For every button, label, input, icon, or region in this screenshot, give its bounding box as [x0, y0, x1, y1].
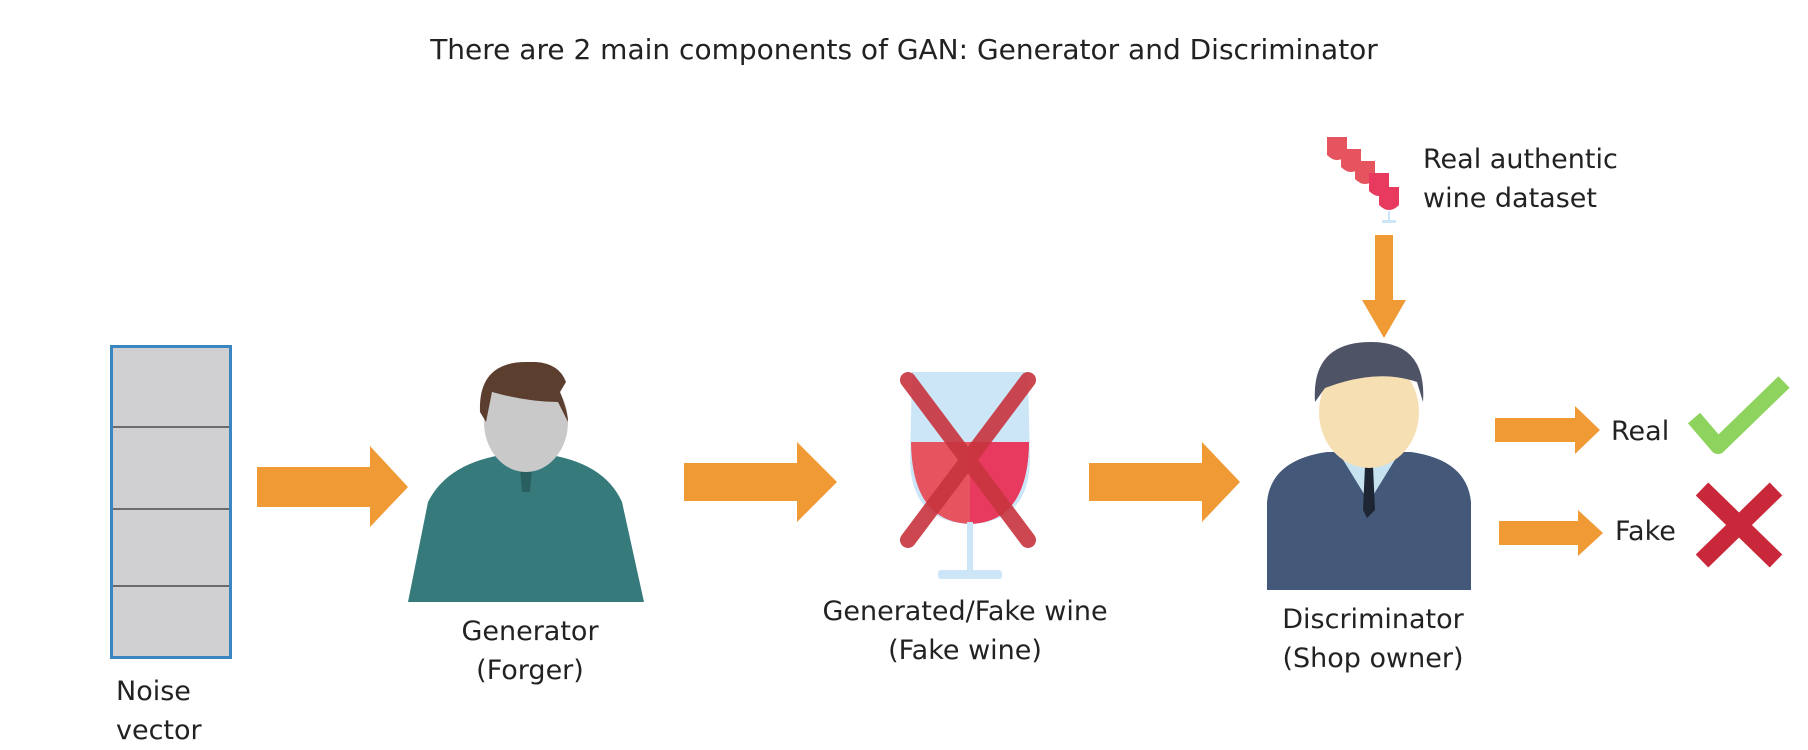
noise-divider	[113, 426, 229, 428]
noise-vector-box	[110, 345, 232, 659]
fake-wine-glass-icon	[900, 372, 1036, 579]
arrow-to-real	[1495, 406, 1600, 454]
arrow-wine-to-discriminator	[1089, 442, 1240, 522]
arrow-to-fake	[1499, 510, 1603, 556]
arrow-noise-to-generator	[257, 446, 408, 527]
generator-person-icon	[408, 362, 644, 602]
cross-icon	[1695, 482, 1783, 568]
arrow-generator-to-wine	[684, 442, 837, 522]
dataset-label: Real authentic wine dataset	[1423, 140, 1618, 218]
dataset-label-line1: Real authentic	[1423, 144, 1618, 175]
arrow-dataset-to-discriminator	[1362, 235, 1406, 338]
generator-label-line2: (Forger)	[476, 655, 584, 687]
check-icon	[1687, 376, 1790, 454]
noise-label-line1: Noise	[116, 676, 191, 707]
noise-divider	[113, 585, 229, 587]
diagram-title: There are 2 main components of GAN: Gene…	[430, 33, 1378, 66]
fake-wine-label-line2: (Fake wine)	[888, 635, 1042, 667]
fake-wine-label-line1: Generated/Fake wine	[822, 596, 1108, 627]
noise-divider	[113, 508, 229, 510]
discriminator-person-icon	[1267, 342, 1471, 590]
generator-label: Generator (Forger)	[461, 612, 598, 690]
cross-icon	[900, 372, 1036, 548]
discriminator-label-line2: (Shop owner)	[1282, 643, 1464, 675]
real-output-label: Real	[1611, 416, 1670, 447]
fake-output-label: Fake	[1615, 516, 1676, 547]
fake-wine-label: Generated/Fake wine (Fake wine)	[822, 592, 1107, 670]
discriminator-label: Discriminator (Shop owner)	[1282, 600, 1463, 678]
flow-arrows	[257, 235, 1603, 556]
discriminator-label-line1: Discriminator	[1282, 604, 1464, 635]
wine-glasses-dataset-icon	[1327, 137, 1399, 223]
generator-label-line1: Generator	[461, 616, 599, 647]
dataset-label-line2: wine dataset	[1423, 183, 1597, 215]
